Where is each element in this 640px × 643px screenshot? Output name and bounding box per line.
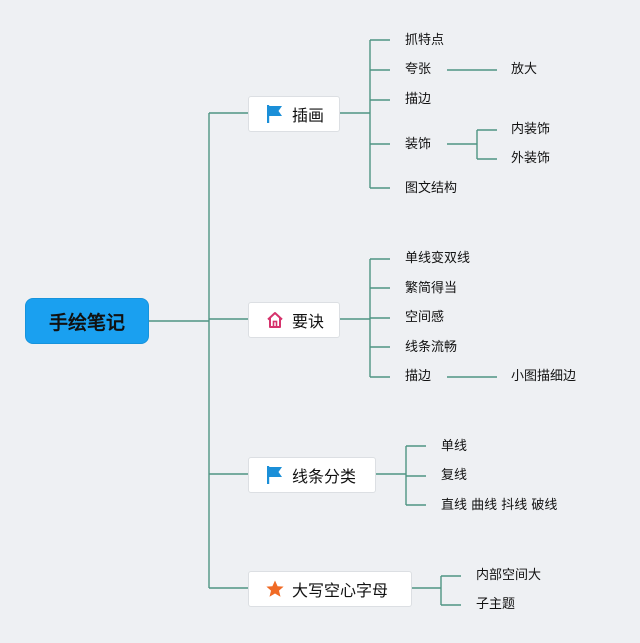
subtopic-large-inner-space[interactable]: 内部空间大 bbox=[476, 568, 542, 583]
subtopic-smooth-lines[interactable]: 线条流畅 bbox=[405, 340, 458, 355]
subtopic-outline[interactable]: 描边 bbox=[405, 92, 432, 107]
branch-topic-label: 大写空心字母 bbox=[292, 581, 389, 600]
branch-topic-line-types[interactable]: 线条分类 bbox=[248, 457, 376, 493]
subtopic-text-image-structure[interactable]: 图文结构 bbox=[405, 181, 458, 196]
subtopic-outline[interactable]: 描边 bbox=[405, 369, 432, 384]
branch-topic-label: 要诀 bbox=[292, 312, 325, 331]
root-topic[interactable]: 手绘笔记 bbox=[25, 298, 149, 344]
subtopic-line-styles[interactable]: 直线 曲线 抖线 破线 bbox=[441, 498, 558, 513]
subtopic-exaggerate[interactable]: 夸张 bbox=[405, 62, 432, 77]
subtopic-subtopic[interactable]: 子主题 bbox=[476, 597, 516, 612]
star-icon bbox=[265, 579, 285, 599]
subtopic-decoration[interactable]: 装饰 bbox=[405, 137, 432, 152]
branch-topic-illustration[interactable]: 插画 bbox=[248, 96, 340, 132]
flag-icon bbox=[265, 465, 285, 485]
subtopic-single-to-double-line[interactable]: 单线变双线 bbox=[405, 251, 471, 266]
subtopic-outer-decoration[interactable]: 外装饰 bbox=[511, 151, 551, 166]
subtopic-compound-line[interactable]: 复线 bbox=[441, 468, 468, 483]
branch-topic-hollow-letters[interactable]: 大写空心字母 bbox=[248, 571, 412, 607]
subtopic-balance-detail[interactable]: 繁简得当 bbox=[405, 281, 458, 296]
branch-topic-tips[interactable]: 要诀 bbox=[248, 302, 340, 338]
home-icon bbox=[265, 310, 285, 330]
subtopic-grasp-features[interactable]: 抓特点 bbox=[405, 33, 445, 48]
subtopic-inner-decoration[interactable]: 内装饰 bbox=[511, 122, 551, 137]
subtopic-enlarge[interactable]: 放大 bbox=[511, 62, 538, 77]
flag-icon bbox=[265, 104, 285, 124]
subtopic-sense-of-space[interactable]: 空间感 bbox=[405, 310, 445, 325]
branch-topic-label: 插画 bbox=[292, 106, 325, 125]
root-topic-label: 手绘笔记 bbox=[48, 311, 125, 334]
subtopic-single-line[interactable]: 单线 bbox=[441, 439, 468, 454]
branch-topic-label: 线条分类 bbox=[292, 467, 357, 486]
subtopic-thin-outline-small-image[interactable]: 小图描细边 bbox=[511, 369, 577, 384]
